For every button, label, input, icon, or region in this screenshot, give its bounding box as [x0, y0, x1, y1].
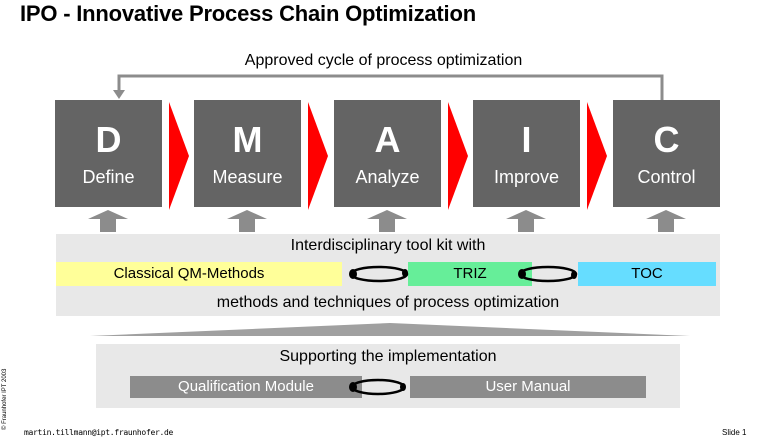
feedback-loop-arrow — [113, 74, 664, 100]
toolkit-footer: methods and techniques of process optimi… — [216, 294, 560, 311]
band-classical-qm-methods: Classical QM-Methods — [56, 262, 342, 286]
toolkit-title: Interdisciplinary tool kit with — [290, 237, 486, 254]
chevron-right-icon — [169, 102, 189, 210]
phase-word: Control — [637, 167, 696, 187]
band-label: TRIZ — [453, 265, 487, 282]
up-arrow-icon — [646, 210, 686, 232]
band-label: Qualification Module — [178, 378, 314, 395]
phase-word: Improve — [493, 167, 560, 187]
phase-word: Define — [82, 167, 135, 187]
feedback-arrowhead-icon — [113, 90, 125, 99]
phase-define: D Define — [55, 100, 162, 207]
band-label: Classical QM-Methods — [113, 265, 265, 282]
up-arrow-icon — [227, 210, 267, 232]
cycle-label: Approved cycle of process optimization — [0, 52, 767, 70]
phase-improve: I Improve — [473, 100, 580, 207]
cycle-label-text: Approved cycle of process optimization — [244, 52, 523, 69]
copyright-text: © Fraunhofer IPT 2003 — [2, 368, 8, 430]
phase-letter: I — [521, 119, 532, 160]
phase-analyze: A Analyze — [334, 100, 441, 207]
chevron-right-icon — [587, 102, 607, 210]
up-arrow-icon — [367, 210, 407, 232]
roof-shape — [90, 323, 690, 336]
phase-word: Analyze — [355, 167, 420, 187]
band-label: User Manual — [485, 378, 571, 395]
feedback-loop-line — [117, 74, 664, 100]
up-arrow-icon — [506, 210, 546, 232]
up-arrow-icon — [88, 210, 128, 232]
phase-letter: A — [374, 119, 401, 160]
chevron-right-icon — [308, 102, 328, 210]
slide-number: Slide 1 — [722, 428, 747, 437]
phase-letter: C — [653, 119, 680, 160]
footer-email: martin.tillmann@ipt.fraunhofer.de — [24, 428, 174, 437]
phase-word: Measure — [212, 167, 283, 187]
page-title: IPO - Innovative Process Chain Optimizat… — [20, 1, 476, 26]
link-ring-icon — [349, 378, 406, 396]
phase-letter: M — [232, 119, 263, 160]
phase-letter: D — [95, 119, 122, 160]
band-label: TOC — [631, 265, 663, 282]
link-ring-icon — [518, 265, 578, 283]
support-title: Supporting the implementation — [279, 348, 497, 365]
band-qualification-module: Qualification Module — [130, 376, 362, 398]
phase-measure: M Measure — [194, 100, 301, 207]
band-toc: TOC — [578, 262, 716, 286]
phase-control: C Control — [613, 100, 720, 207]
link-ring-icon — [349, 265, 409, 283]
chevron-right-icon — [448, 102, 468, 210]
band-triz: TRIZ — [408, 262, 532, 286]
band-user-manual: User Manual — [410, 376, 646, 398]
